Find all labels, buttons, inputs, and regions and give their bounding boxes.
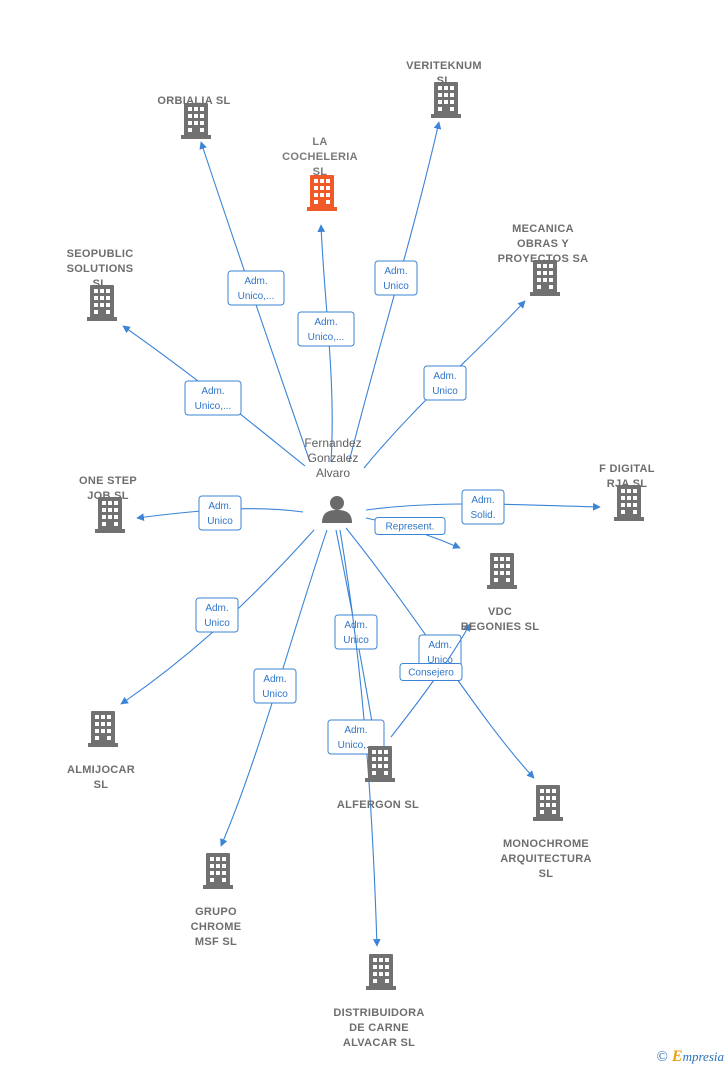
edge-vdc-represent[interactable]: Represent. (365, 517, 461, 549)
edge-label-text: Adm.Unico,... (338, 725, 375, 751)
edge-label-text: Adm.Unico (383, 266, 409, 292)
edge-alfergon-vdc[interactable]: Consejero (390, 623, 471, 738)
brand-logo[interactable]: Empresia (671, 1048, 724, 1065)
building-icon[interactable] (487, 553, 517, 589)
building-icon[interactable] (88, 711, 118, 747)
edge-la-cocheleria[interactable]: Adm.Unico,... (297, 224, 355, 463)
building-icon[interactable] (614, 485, 644, 521)
edge-label-box[interactable] (374, 260, 418, 296)
edge-label-text: Adm.Unico,... (195, 386, 232, 412)
edge-label-text: Adm.Unico (262, 674, 288, 700)
edge-label-box[interactable] (334, 614, 378, 650)
edge-label-box[interactable] (227, 270, 285, 306)
edge-label-box[interactable] (297, 311, 355, 347)
building-icon[interactable] (530, 260, 560, 296)
edge-label-box[interactable] (374, 517, 446, 535)
person-icon[interactable] (322, 496, 352, 523)
edge-one-step[interactable]: Adm.Unico (136, 495, 304, 531)
edge-mecanica[interactable]: Adm.Unico (363, 300, 526, 469)
edge-label-text: Adm.Unico (432, 371, 458, 397)
company-label-alfergon[interactable]: ALFERGON SL (337, 799, 419, 811)
edge-alfergon[interactable]: Adm.Unico (334, 529, 378, 741)
edge-label-text: Adm.Unico (207, 501, 233, 527)
edge-label-box[interactable] (327, 719, 385, 755)
edge-grupo-chrome[interactable]: Adm.Unico (220, 529, 328, 847)
building-icon[interactable] (203, 853, 233, 889)
edge-label-text: Adm.Unico (427, 640, 453, 666)
edge-distribuidora[interactable]: Adm.Unico,... (327, 529, 385, 947)
edge-label-text: Represent. (386, 522, 435, 533)
building-icon[interactable] (365, 746, 395, 782)
copyright-icon: © (656, 1048, 668, 1065)
edge-label-text: Adm.Solid. (470, 495, 495, 521)
edge-line (199, 141, 311, 463)
edge-label-box[interactable] (461, 489, 505, 525)
building-icon[interactable] (87, 285, 117, 321)
edge-almijocar[interactable]: Adm.Unico (120, 529, 315, 705)
edge-veriteknum[interactable]: Adm.Unico (348, 121, 442, 463)
company-label-orbialia[interactable]: ORBIALIA SL (157, 95, 230, 107)
edges-layer: Adm.Unico,...Adm.Unico,...Adm.UnicoAdm.U… (120, 121, 601, 947)
edge-seopublic[interactable]: Adm.Unico,... (122, 325, 306, 467)
edge-label-box[interactable] (253, 668, 297, 704)
edge-label-box[interactable] (399, 663, 463, 681)
building-icon[interactable] (95, 497, 125, 533)
edge-label-text: Adm.Unico (204, 603, 230, 629)
edge-label-text: Consejero (408, 668, 454, 679)
edge-label-text: Adm.Unico,... (238, 276, 275, 302)
edge-label-box[interactable] (195, 597, 239, 633)
edge-orbialia[interactable]: Adm.Unico,... (199, 141, 311, 463)
building-icon[interactable] (366, 954, 396, 990)
credits[interactable]: © Empresia (657, 1048, 724, 1066)
company-node-orbialia[interactable]: ORBIALIA SL (157, 95, 230, 139)
edge-label-box[interactable] (423, 365, 467, 401)
building-icon[interactable] (307, 175, 337, 211)
building-icon[interactable] (533, 785, 563, 821)
edge-label-box[interactable] (198, 495, 242, 531)
edge-f-digital[interactable]: Adm.Solid. (365, 489, 601, 525)
edge-label-text: Adm.Unico,... (308, 317, 345, 343)
edge-label-box[interactable] (184, 380, 242, 416)
building-icon[interactable] (181, 103, 211, 139)
company-node-alfergon[interactable]: ALFERGON SL (337, 746, 419, 811)
building-icon[interactable] (431, 82, 461, 118)
